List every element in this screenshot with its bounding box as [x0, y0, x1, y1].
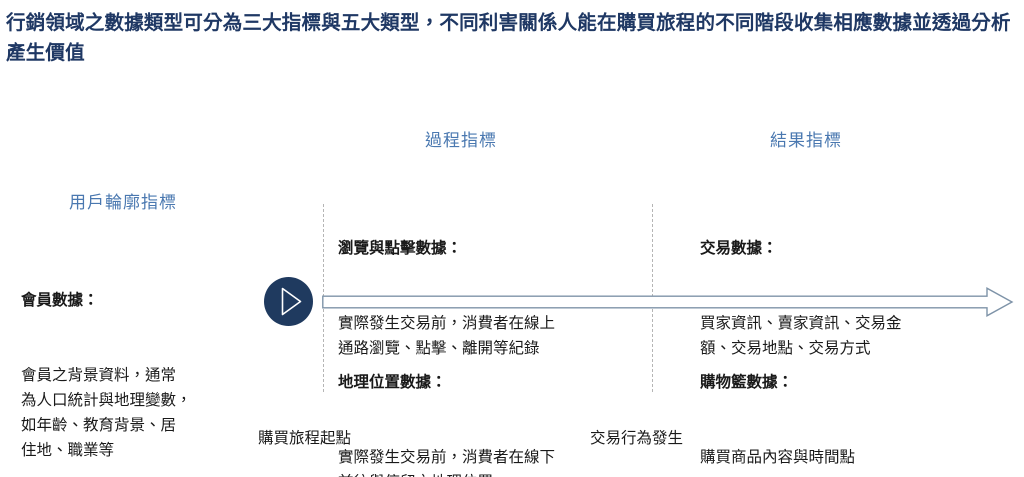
data-block-member-body: 會員之背景資料，通常 為人口統計與地理變數， 如年齡、教育背景、居 住地、職業等: [21, 367, 192, 459]
data-block-basket-title: 購物籃數據：: [700, 374, 794, 391]
data-block-transaction-body: 買家資訊、賣家資訊、交易金 額、交易地點、交易方式: [700, 315, 902, 357]
data-block-basket-body: 購買商品內容與時間點: [700, 449, 856, 466]
data-block-geolocation: 地理位置數據： 實際發生交易前，消費者在線下 前往與停留之地理位置: [338, 320, 648, 477]
milestone-label-journey-start: 購買旅程起點: [258, 430, 352, 447]
data-block-geolocation-body: 實際發生交易前，消費者在線下 前往與停留之地理位置: [338, 449, 556, 477]
data-block-transaction: 交易數據： 買家資訊、賣家資訊、交易金 額、交易地點、交易方式: [700, 186, 1010, 411]
data-block-transaction-title: 交易數據：: [700, 240, 778, 257]
play-circle-icon: [264, 277, 313, 326]
section-header-result: 結果指標: [770, 131, 842, 150]
data-block-basket: 購物籃數據： 購買商品內容與時間點: [700, 320, 1010, 477]
section-header-user-profile: 用戶輪廓指標: [69, 193, 177, 212]
data-block-geolocation-title: 地理位置數據：: [338, 374, 447, 391]
data-block-member: 會員數據： 會員之背景資料，通常 為人口統計與地理變數， 如年齡、教育背景、居 …: [21, 238, 271, 477]
section-header-process: 過程指標: [425, 131, 497, 150]
data-block-member-title: 會員數據：: [21, 292, 99, 309]
data-block-browse-click-title: 瀏覽與點擊數據：: [338, 240, 463, 257]
milestone-label-transaction: 交易行為發生: [590, 430, 684, 447]
data-block-browse-click-body: 實際發生交易前，消費者在線上 通路瀏覽、點擊、離開等紀錄: [338, 315, 556, 357]
page-title: 行銷領域之數據類型可分為三大指標與五大類型，不同利害關係人能在購買旅程的不同階段…: [6, 12, 1011, 64]
right-block-arrow-icon: [322, 285, 1014, 319]
data-block-browse-click: 瀏覽與點擊數據： 實際發生交易前，消費者在線上 通路瀏覽、點擊、離開等紀錄: [338, 186, 648, 411]
